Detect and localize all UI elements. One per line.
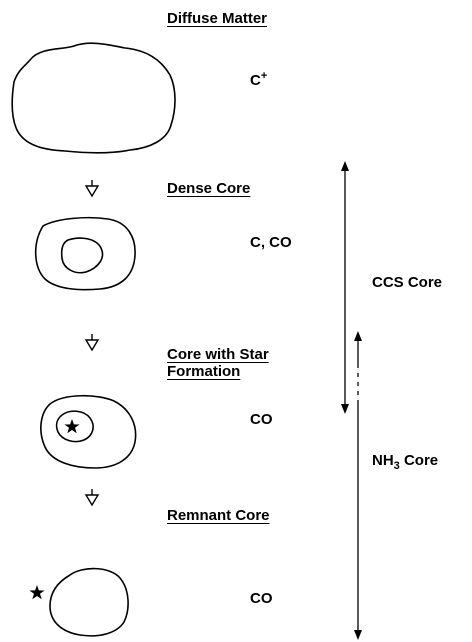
stage-title-core-with-star-formation: Core with Star Formation — [167, 346, 317, 380]
species-dense-core: C, CO — [250, 234, 292, 251]
down-arrow-icon — [84, 334, 100, 352]
stage-title-line-2: Formation — [167, 363, 241, 380]
nh3-core-label-suffix: Core — [399, 452, 439, 469]
nh3-core-label-subscript: 3 — [393, 460, 400, 472]
star-icon — [29, 585, 45, 600]
down-arrow-icon — [84, 180, 100, 198]
star-forming-core-outer — [40, 394, 137, 469]
nh3-core-label-prefix: NH — [372, 452, 394, 469]
stage-title-diffuse-matter: Diffuse Matter — [167, 10, 268, 27]
star-forming-core-inner — [55, 410, 94, 443]
species-charge: + — [260, 70, 268, 82]
species-diffuse-matter: C+ — [250, 68, 267, 89]
remnant-core-outline — [49, 567, 129, 637]
star-icon — [64, 419, 80, 434]
species-remnant-core: CO — [250, 590, 273, 607]
species-star-forming-core: CO — [250, 411, 273, 428]
species-main: C — [250, 72, 261, 89]
ccs-core-range — [341, 161, 349, 414]
ccs-core-label: CCS Core — [372, 274, 443, 291]
diffuse-cloud-outline — [11, 42, 176, 154]
stage-title-line-1: Core with Star — [167, 346, 269, 363]
down-arrow-icon — [84, 489, 100, 507]
nh3-core-label: NH3 Core — [372, 452, 438, 475]
dense-core-inner — [60, 237, 104, 274]
dense-core-outer — [34, 216, 136, 291]
stage-title-remnant-core: Remnant Core — [167, 507, 270, 524]
stage-title-dense-core: Dense Core — [167, 180, 251, 197]
nh3-core-range — [354, 331, 362, 640]
